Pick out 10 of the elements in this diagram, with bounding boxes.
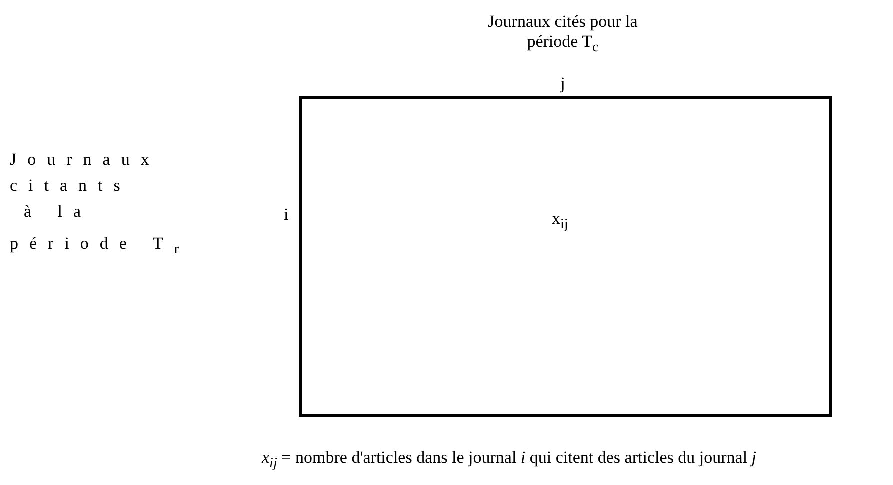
matrix-box <box>299 96 832 417</box>
row-index: i <box>284 205 289 225</box>
caption: x$_{ij}$ = nombre d'articles dans le journal i qui citent des articles du journal j <box>262 448 757 472</box>
cell-symbol: x$_{ij}$ <box>552 209 568 234</box>
row-axis-title: période T$_{r}$ <box>10 234 190 258</box>
column-axis-title: Journaux cités pour la période T$_{c}$ <box>487 12 639 56</box>
row-axis-title: à la <box>24 202 92 222</box>
column-index: j <box>560 74 566 94</box>
row-axis-title: citants <box>10 176 132 196</box>
row-axis-title: Journaux <box>10 150 160 170</box>
